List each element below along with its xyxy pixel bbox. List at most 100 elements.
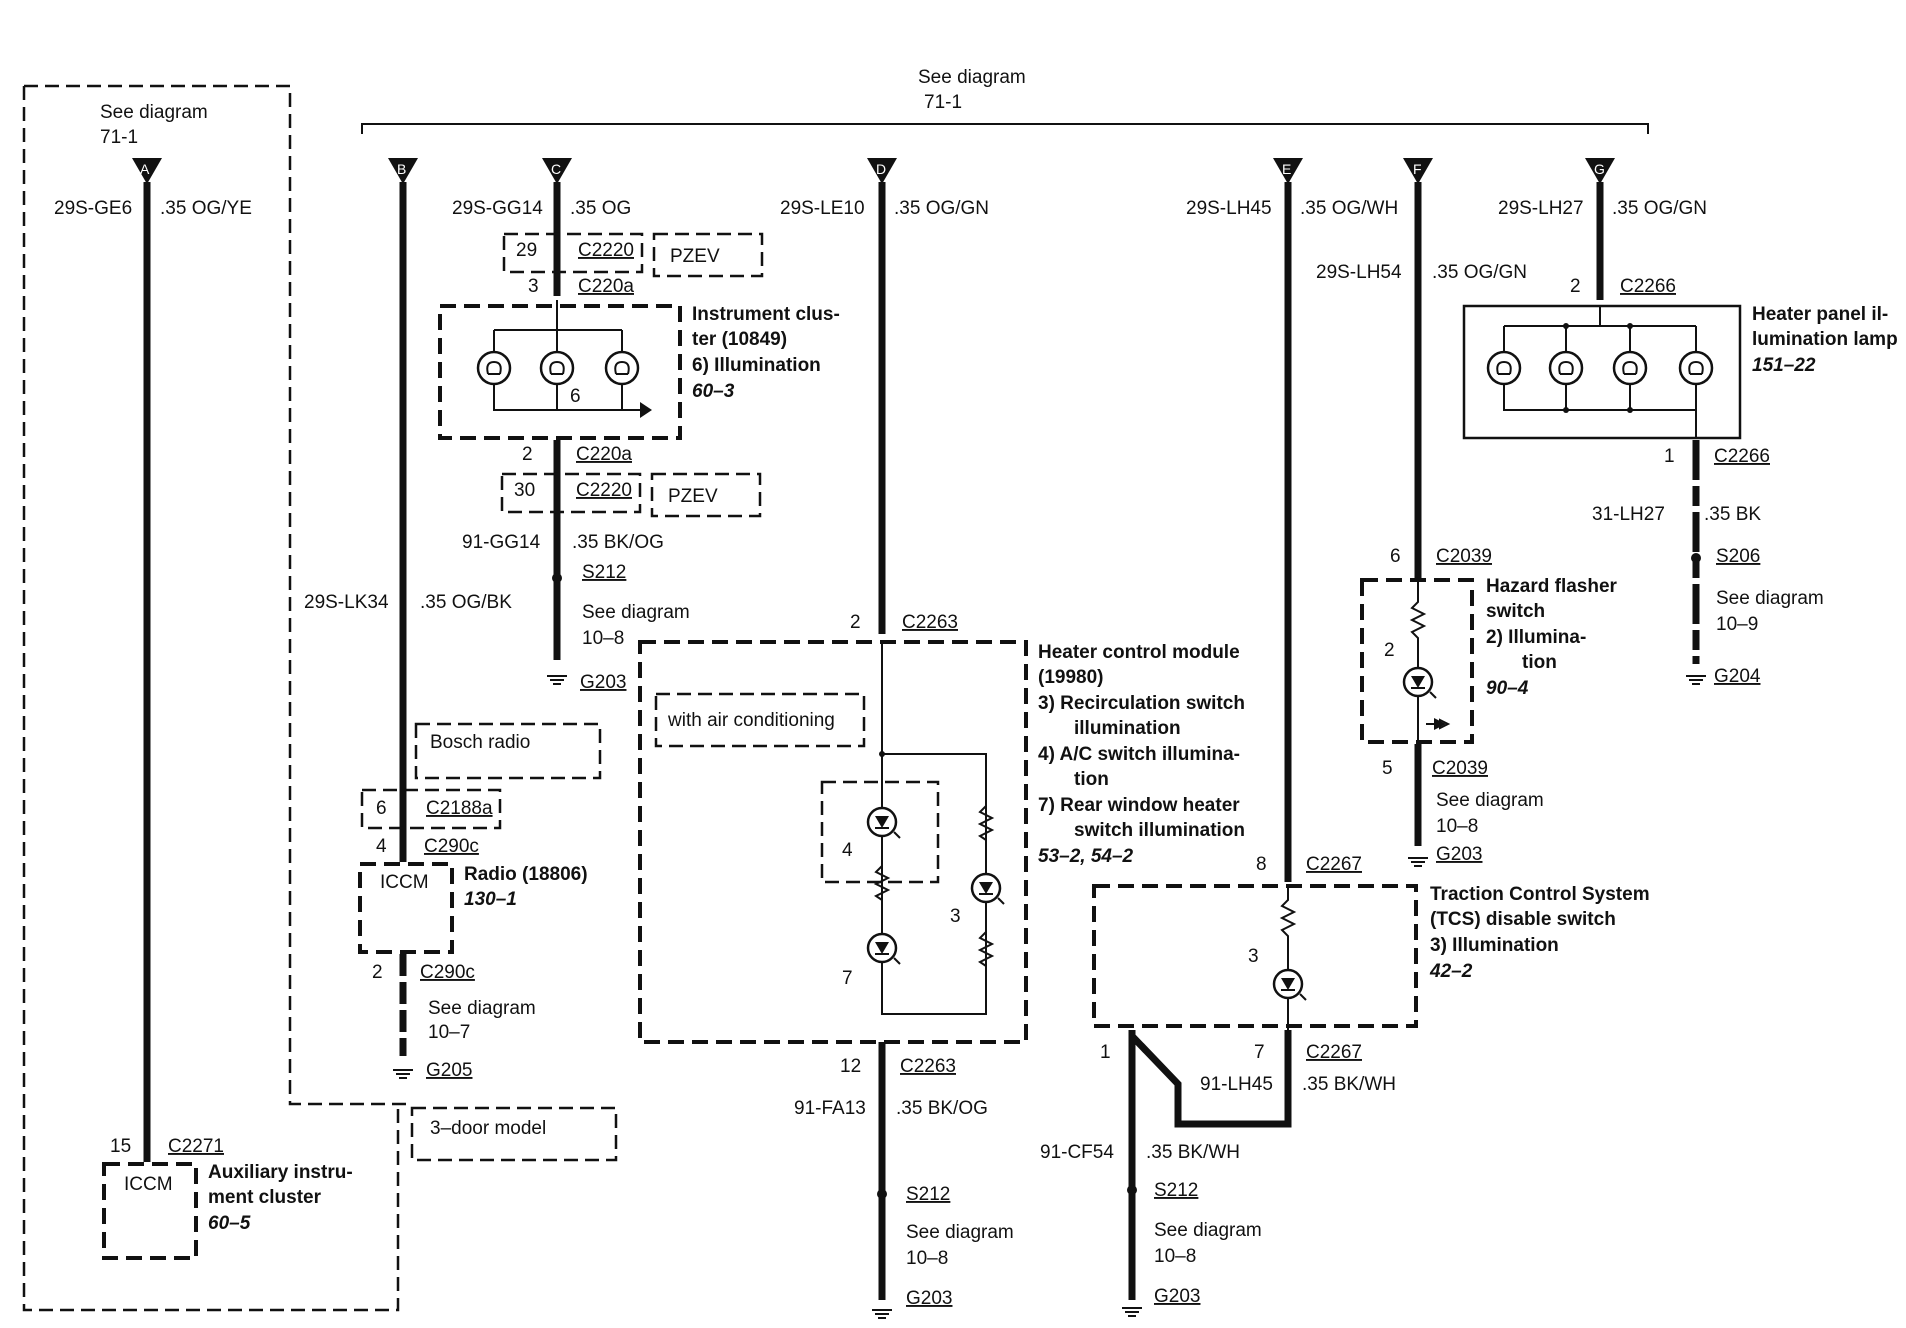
hazard-ref: 90–4 bbox=[1486, 678, 1529, 699]
hcm-l2: (19980) bbox=[1038, 667, 1104, 688]
hcm-pin-7: 7 bbox=[842, 968, 853, 989]
ref-f: 10–8 bbox=[1436, 816, 1478, 837]
c2039-bot-label: C2039 bbox=[1432, 758, 1488, 779]
aux-iccm-box bbox=[102, 1162, 198, 1260]
f-circuit: 29S-LH54 bbox=[1316, 262, 1402, 283]
with-ac-option: with air conditioning bbox=[667, 710, 835, 731]
ref-g: 10–9 bbox=[1716, 614, 1758, 635]
c220a-bot-label: C220a bbox=[576, 444, 632, 465]
c2188a-box bbox=[360, 788, 502, 830]
see-b: See diagram bbox=[428, 998, 536, 1019]
branch-b: B 29S-LK34 .35 OG/BK Bosch radio 6 C2188… bbox=[304, 158, 618, 1162]
g-ret-circuit: 31-LH27 bbox=[1592, 504, 1665, 525]
c2220-top-pin: 29 bbox=[516, 240, 537, 261]
heater-lamp-3 bbox=[1612, 350, 1648, 386]
bus-see-label: See diagram bbox=[918, 67, 1026, 88]
instrument-cluster-box bbox=[438, 304, 682, 440]
pzev-bot: PZEV bbox=[668, 486, 718, 507]
g203-c: G203 bbox=[580, 672, 626, 693]
c2271-pin: 15 bbox=[110, 1136, 131, 1157]
d-ret-circuit: 91-FA13 bbox=[794, 1098, 866, 1119]
see-f: See diagram bbox=[1436, 790, 1544, 811]
ic-l1: Instrument clus- bbox=[692, 304, 840, 325]
b-wire: .35 OG/BK bbox=[420, 592, 512, 613]
radio-ref: 130–1 bbox=[464, 889, 517, 910]
branch-a: See diagram 71-1 A 29S-GE6 .35 OG/YE 15 … bbox=[22, 84, 410, 1312]
terminal-d: D bbox=[876, 161, 886, 177]
c2266-bot-label: C2266 bbox=[1714, 446, 1770, 467]
c2039-top-pin: 6 bbox=[1390, 546, 1401, 567]
d-ret-wire: .35 BK/OG bbox=[896, 1098, 988, 1119]
ic-lamp-2 bbox=[539, 350, 575, 386]
see-d: See diagram bbox=[906, 1222, 1014, 1243]
s212-d: S212 bbox=[906, 1184, 950, 1205]
c2220-bot-pin: 30 bbox=[514, 480, 535, 501]
radio-name: Radio (18806) bbox=[464, 864, 588, 885]
ic-l2: ter (10849) bbox=[692, 329, 787, 350]
hazard-l1: Hazard flasher bbox=[1486, 576, 1618, 597]
terminal-g: G bbox=[1594, 161, 1605, 177]
pzev-top: PZEV bbox=[670, 246, 720, 267]
hcm-ref: 53–2, 54–2 bbox=[1038, 846, 1134, 867]
hcm-l5: 4) A/C switch illumina- bbox=[1038, 744, 1240, 765]
heater-lamp-1 bbox=[1486, 350, 1522, 386]
ic-ref: 60–3 bbox=[692, 381, 735, 402]
s212-cf: S212 bbox=[1154, 1180, 1198, 1201]
hcm-l3: 3) Recirculation switch bbox=[1038, 693, 1245, 714]
branch-f: F 29S-LH54 .35 OG/GN 6 C2039 2 Hazard fl… bbox=[1316, 158, 1618, 867]
hcm-box bbox=[638, 640, 1028, 1044]
terminal-c: C bbox=[551, 161, 561, 177]
c290c-bot-pin: 2 bbox=[372, 962, 383, 983]
b-circuit: 29S-LK34 bbox=[304, 592, 389, 613]
g203-d: G203 bbox=[906, 1288, 952, 1309]
c290c-top-label: C290c bbox=[424, 836, 479, 857]
terminal-b: B bbox=[397, 161, 406, 177]
ref-cf: 10–8 bbox=[1154, 1246, 1196, 1267]
pzev-top-box bbox=[652, 232, 764, 278]
ref-c: 10–8 bbox=[582, 628, 624, 649]
top-bus: See diagram 71-1 bbox=[361, 67, 1649, 134]
c2220-top-box bbox=[502, 232, 644, 274]
c220a-bot-pin: 2 bbox=[522, 444, 533, 465]
ref-b: 10–7 bbox=[428, 1022, 470, 1043]
c2263-top-pin: 2 bbox=[850, 612, 861, 633]
aux-ic-ref: 60–5 bbox=[208, 1213, 251, 1234]
ic-lamp-3 bbox=[604, 350, 640, 386]
heater-lamp-box bbox=[1462, 304, 1742, 440]
heater-lamp-l1: Heater panel il- bbox=[1752, 304, 1888, 325]
radio-iccm-box bbox=[358, 862, 454, 954]
c220a-top-label: C220a bbox=[578, 276, 634, 297]
f-wire: .35 OG/GN bbox=[1432, 262, 1527, 283]
aux-ic-l2: ment cluster bbox=[208, 1187, 322, 1208]
hazard-l3: 2) Illumina- bbox=[1486, 627, 1586, 648]
c2220-top-label: C2220 bbox=[578, 240, 634, 261]
hcm-led-4 bbox=[866, 806, 902, 840]
hcm-led-3 bbox=[970, 872, 1006, 906]
hazard-l4: tion bbox=[1522, 652, 1557, 673]
hazard-led bbox=[1402, 666, 1438, 700]
heater-lamp-2 bbox=[1548, 350, 1584, 386]
e-circuit: 29S-LH45 bbox=[1186, 198, 1272, 219]
radio-iccm-label: ICCM bbox=[380, 872, 429, 893]
c2263-bot-label: C2263 bbox=[900, 1056, 956, 1077]
c2220-bot-label: C2220 bbox=[576, 480, 632, 501]
hcm-l7: 7) Rear window heater bbox=[1038, 795, 1240, 816]
c2266-top-pin: 2 bbox=[1570, 276, 1581, 297]
g203-f: G203 bbox=[1436, 844, 1482, 865]
tcs-box bbox=[1092, 884, 1418, 1028]
hcm-l4: illumination bbox=[1074, 718, 1181, 739]
d-wire: .35 OG/GN bbox=[894, 198, 989, 219]
c2220-bot-box bbox=[500, 472, 642, 514]
ground-c-symbol bbox=[546, 675, 568, 685]
c2263-top-label: C2263 bbox=[902, 612, 958, 633]
see-cf: See diagram bbox=[1154, 1220, 1262, 1241]
tcs-l2: (TCS) disable switch bbox=[1430, 909, 1616, 930]
c290c-bot-label: C290c bbox=[420, 962, 475, 983]
hazard-pin: 2 bbox=[1384, 640, 1395, 661]
bosch-option-box bbox=[414, 722, 602, 780]
tcs-l1: Traction Control System bbox=[1430, 884, 1650, 905]
branch-d: D 29S-LE10 .35 OG/GN 2 C2263 with air co… bbox=[638, 158, 1245, 1319]
a-wire: .35 OG/YE bbox=[160, 198, 252, 219]
cf-circuit: 91-CF54 bbox=[1040, 1142, 1114, 1163]
g205-label: G205 bbox=[426, 1060, 472, 1081]
